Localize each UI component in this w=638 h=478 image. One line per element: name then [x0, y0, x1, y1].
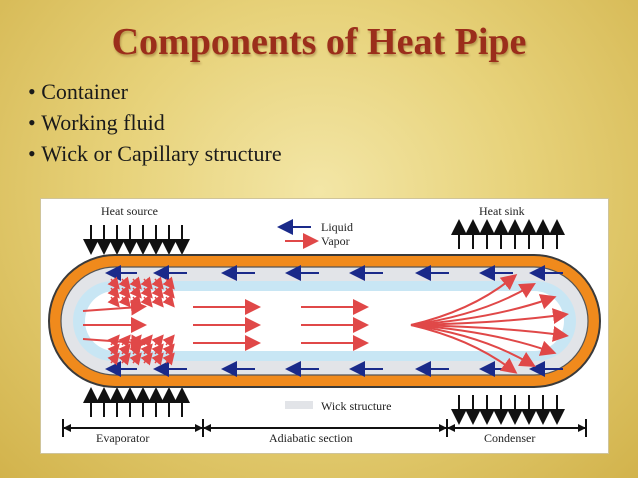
- heat-pipe-svg: Heat source Heat sink Liquid Vapor Wick …: [48, 204, 601, 446]
- evaporation-arrow: [151, 276, 164, 290]
- evaporation-arrow: [151, 334, 164, 348]
- heat-sink-label: Heat sink: [479, 204, 525, 218]
- legend-liquid-label: Liquid: [321, 220, 353, 234]
- condensing-vapor-arrow: [410, 282, 536, 326]
- adiabatic-label: Adiabatic section: [269, 431, 353, 445]
- legend-wick-label: Wick structure: [321, 399, 392, 413]
- evaporation-arrow: [151, 285, 164, 299]
- evaporation-arrow: [129, 276, 142, 290]
- bullet-working-fluid: Working fluid: [28, 107, 282, 138]
- slide-title: Components of Heat Pipe: [111, 21, 527, 63]
- condensing-vapor-arrow: [410, 274, 518, 326]
- evaporation-arrow: [107, 343, 120, 357]
- evaporation-arrow: [151, 343, 164, 357]
- condensing-vapor-arrow: [410, 324, 518, 374]
- evaporation-arrow: [140, 276, 153, 290]
- condensing-vapor-arrow: [410, 294, 557, 326]
- evaporation-arrow: [162, 352, 175, 366]
- legend: Liquid Vapor Wick structure: [277, 219, 392, 413]
- evaporation-arrow: [162, 285, 175, 299]
- evaporation-arrow: [151, 352, 164, 366]
- evaporation-arrow: [151, 294, 164, 308]
- evaporation-arrow: [118, 276, 131, 290]
- evaporation-arrow: [140, 285, 153, 299]
- evaporation-arrow: [107, 294, 120, 308]
- legend-vapor-label: Vapor: [321, 234, 350, 248]
- evaporation-arrow: [118, 343, 131, 357]
- vapor-arrow: [82, 299, 147, 316]
- evaporation-arrow: [107, 285, 120, 299]
- evaporation-arrow: [162, 276, 175, 290]
- evaporation-arrow: [118, 352, 131, 366]
- evaporation-arrow: [118, 285, 131, 299]
- condensing-vapor-arrow: [410, 308, 569, 326]
- evaporation-arrow: [162, 334, 175, 348]
- heat-source-label: Heat source: [101, 204, 158, 218]
- evaporation-arrow: [107, 352, 120, 366]
- condensing-vapor-arrow: [410, 324, 536, 368]
- evaporation-arrow: [140, 352, 153, 366]
- evaporation-arrow: [107, 276, 120, 290]
- bullet-container: Container: [28, 76, 282, 107]
- evaporation-arrow: [118, 294, 131, 308]
- bullet-list: Container Working fluid Wick or Capillar…: [28, 76, 282, 169]
- vapor-arrow: [82, 334, 147, 351]
- evaporator-label: Evaporator: [96, 431, 149, 445]
- condensing-vapor-arrow: [410, 324, 569, 342]
- heat-pipe-diagram: Heat source Heat sink Liquid Vapor Wick …: [40, 198, 609, 454]
- heat-arrows: [83, 219, 565, 425]
- condensing-vapor-arrow: [410, 324, 557, 356]
- section-dimension: Evaporator Adiabatic section Condenser: [62, 419, 587, 446]
- legend-wick-swatch: [285, 401, 313, 409]
- evaporation-arrow: [162, 343, 175, 357]
- evaporation-arrow: [129, 285, 142, 299]
- evaporation-arrow: [140, 343, 153, 357]
- evaporation-arrow: [162, 294, 175, 308]
- condenser-label: Condenser: [484, 431, 535, 445]
- flow-arrows: [82, 265, 569, 377]
- evaporation-arrow: [129, 352, 142, 366]
- bullet-wick: Wick or Capillary structure: [28, 138, 281, 169]
